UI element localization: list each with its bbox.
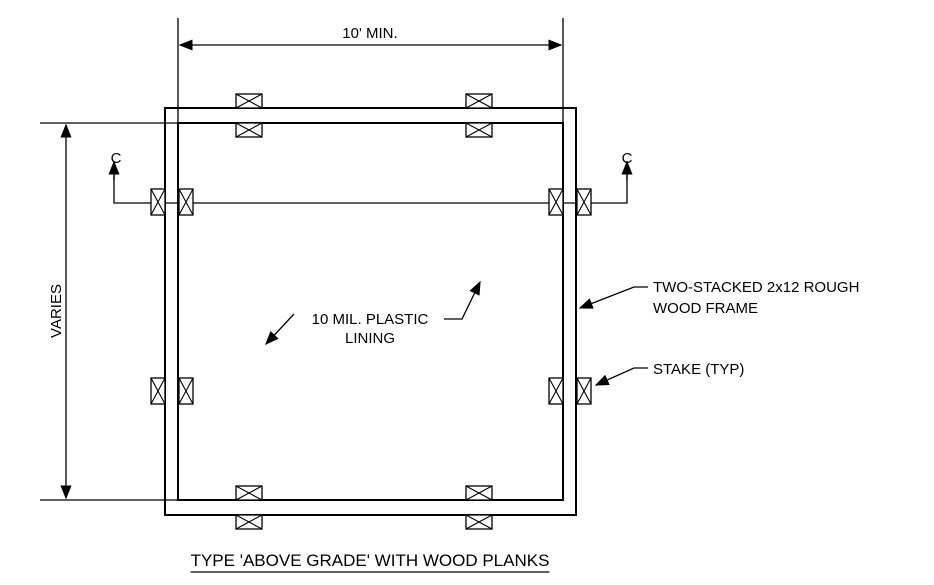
dimension-side-label: VARIES: [48, 284, 65, 338]
stake-cross-line: [178, 377, 194, 405]
frame-inner: [177, 122, 564, 501]
stake-symbol: [150, 377, 166, 405]
stake-cross-line: [235, 122, 263, 138]
stake-label: STAKE (TYP): [653, 361, 744, 378]
stake-cross-line: [150, 377, 166, 405]
stake-cross-line: [465, 122, 493, 138]
stake-symbol: [465, 93, 493, 109]
stake-cross-line: [465, 485, 493, 501]
stake-symbol: [235, 122, 263, 138]
stake-symbol: [548, 377, 564, 405]
section-line: [113, 161, 628, 204]
stake-symbol: [178, 377, 194, 405]
stakes-group: [150, 93, 592, 530]
wood-frame: [164, 107, 577, 516]
stake-symbol: [465, 122, 493, 138]
lining-label-line2: LINING: [345, 330, 395, 347]
stake-cross-line: [150, 188, 166, 216]
stake-symbol: [235, 93, 263, 109]
stake-cross-line: [576, 377, 592, 405]
stake-symbol: [178, 188, 194, 216]
stake-leader: [594, 367, 648, 386]
section-cut-line: C C: [108, 150, 633, 204]
lining-arrow-left: [265, 313, 295, 346]
lining-arrow-right: [444, 280, 481, 320]
drawing-title: TYPE 'ABOVE GRADE' WITH WOOD PLANKS: [190, 551, 550, 573]
stake-symbol: [548, 188, 564, 216]
stake-cross-line: [178, 188, 194, 216]
stake-cross-line: [548, 188, 564, 216]
stake-cross-line: [548, 377, 564, 405]
stake-symbol: [465, 485, 493, 501]
stake-symbol: [150, 188, 166, 216]
frame-label-line2: WOOD FRAME: [653, 300, 758, 317]
section-mark-left: C: [111, 150, 122, 167]
title-text: TYPE 'ABOVE GRADE' WITH WOOD PLANKS: [191, 551, 550, 570]
frame-callout: TWO-STACKED 2x12 ROUGH WOOD FRAME: [578, 279, 859, 317]
stake-cross-line: [235, 93, 263, 109]
side-dimension: VARIES: [40, 122, 178, 501]
stake-cross-line: [465, 514, 493, 530]
section-mark-right: C: [622, 150, 633, 167]
stake-cross-line: [576, 188, 592, 216]
stake-symbol: [576, 377, 592, 405]
stake-cross-line: [235, 514, 263, 530]
stake-cross-line: [465, 93, 493, 109]
frame-label-line1: TWO-STACKED 2x12 ROUGH: [653, 279, 859, 296]
stake-symbol: [235, 514, 263, 530]
stake-cross-line: [235, 485, 263, 501]
stake-callout: STAKE (TYP): [594, 361, 744, 386]
dimension-top-label: 10' MIN.: [342, 25, 397, 42]
stake-symbol: [235, 485, 263, 501]
lining-label-line1: 10 MIL. PLASTIC: [312, 311, 429, 328]
frame-outer: [164, 107, 577, 516]
stake-symbol: [465, 514, 493, 530]
lining-callout: 10 MIL. PLASTIC LINING: [265, 280, 481, 347]
stake-symbol: [576, 188, 592, 216]
frame-leader: [578, 286, 648, 309]
